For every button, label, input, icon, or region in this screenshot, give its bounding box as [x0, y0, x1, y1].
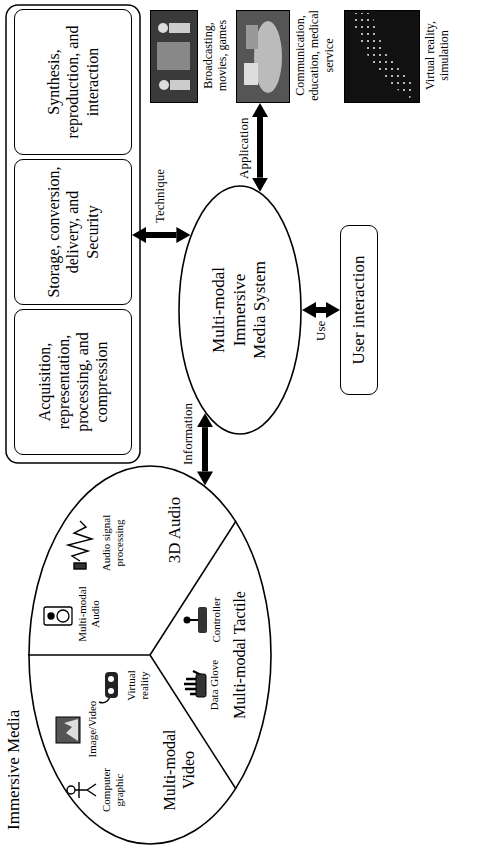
audio-signal-icon — [68, 521, 92, 569]
virtual-reality-picture — [344, 10, 420, 103]
pie-divider — [28, 654, 150, 656]
audio-signal-icon — [74, 563, 86, 569]
game-picture — [159, 80, 169, 90]
audio-signal-icon — [68, 521, 92, 561]
double-arrow — [146, 232, 176, 238]
icon-label: Virtual reality — [125, 658, 151, 713]
pie-divider — [150, 521, 236, 655]
node-title: Storage, conversion, delivery, and Secur… — [44, 164, 102, 300]
audio-sector: 3D AudioMulti-modal AudioAudio signal pr… — [28, 465, 240, 655]
user-box: User interaction — [340, 225, 378, 395]
technique-box: Synthesis, reproduction, and interaction — [14, 9, 132, 155]
edge-label: Information — [180, 401, 196, 467]
node-title: Acquisition, representation, processing,… — [35, 314, 112, 450]
icon-label: Controller — [210, 590, 223, 650]
virtual-reality-icon — [105, 672, 118, 698]
icon-label: Audio signal processing — [100, 497, 126, 589]
double-arrow — [202, 427, 208, 471]
image-video-icon — [56, 717, 80, 743]
speaker-icon — [44, 607, 72, 625]
icon-label: Computer graphic — [100, 760, 126, 820]
image-video-icon — [64, 719, 78, 741]
controller-icon — [184, 617, 191, 624]
icon-label: Multi-modal Audio — [76, 583, 102, 645]
node-title: Broadcasting, movies, games — [201, 5, 230, 106]
virtual-reality-icon — [108, 688, 114, 694]
double-arrow — [257, 117, 263, 178]
node-title: Multi-modal Tactile — [230, 585, 249, 725]
communication-picture — [244, 63, 258, 85]
media-pie: Multi-modal Video Computer graphicImage/V… — [28, 465, 272, 845]
tactile-sector: Multi-modal TactileData Glove Controller — [150, 521, 272, 789]
system-circle: Multi-modal Immersive Media System — [178, 185, 302, 435]
communication-picture — [236, 10, 290, 103]
node-title: Multi-modal Immersive Media System — [209, 250, 270, 370]
node-title: User interaction — [349, 255, 369, 364]
ellipse-outline — [179, 186, 301, 434]
node-title: Multi-modal Video — [160, 720, 198, 820]
game-picture — [150, 10, 198, 103]
virtual-reality-picture — [344, 10, 420, 103]
communication-picture — [236, 10, 290, 103]
game-picture — [170, 80, 190, 90]
game-picture — [150, 10, 198, 103]
virtual-reality-icon — [108, 676, 114, 682]
application-picture: Broadcasting, movies, games — [150, 10, 198, 103]
image-video-icon — [56, 717, 80, 743]
icon-label: Image/Video — [86, 696, 99, 762]
computer-graphic-icon — [67, 782, 96, 798]
communication-picture — [254, 21, 282, 93]
communication-picture — [246, 25, 258, 49]
application-picture: Communication, education, medical servic… — [236, 10, 290, 103]
speaker-icon — [48, 613, 54, 619]
game-picture — [158, 23, 168, 33]
virtual-reality-icon — [99, 672, 118, 703]
controller-icon — [198, 607, 207, 633]
speaker-icon — [57, 610, 69, 622]
game-picture — [157, 42, 190, 70]
speaker-icon — [44, 607, 72, 625]
ellipse-outline — [29, 466, 271, 844]
computer-graphic-icon — [67, 786, 75, 794]
edge-label: Technique — [152, 167, 168, 225]
node-title: Immersive Media — [4, 660, 24, 830]
pie-divider — [28, 521, 236, 789]
edge-label: Use — [313, 319, 329, 343]
node-title: Synthesis, reproduction, and interaction — [44, 14, 102, 150]
icon-label: Data Glove — [208, 655, 221, 715]
controller-icon — [184, 607, 208, 633]
double-arrow — [316, 307, 326, 313]
virtual-reality-picture — [352, 13, 414, 99]
data-glove-icon — [184, 671, 206, 697]
technique-frame — [6, 5, 140, 463]
game-picture — [169, 23, 190, 33]
computer-graphic-icon — [75, 782, 96, 798]
node-title: Virtual reality, simulation — [423, 5, 452, 106]
technique-box: Storage, conversion, delivery, and Secur… — [14, 159, 132, 305]
edge-label: Application — [236, 116, 252, 181]
node-title: 3D Audio — [165, 490, 185, 570]
node-title: Communication, education, medical servic… — [293, 5, 336, 106]
data-glove-icon — [196, 674, 206, 697]
application-picture: Virtual reality, simulation — [344, 10, 420, 103]
technique-box: Acquisition, representation, processing,… — [14, 309, 132, 455]
